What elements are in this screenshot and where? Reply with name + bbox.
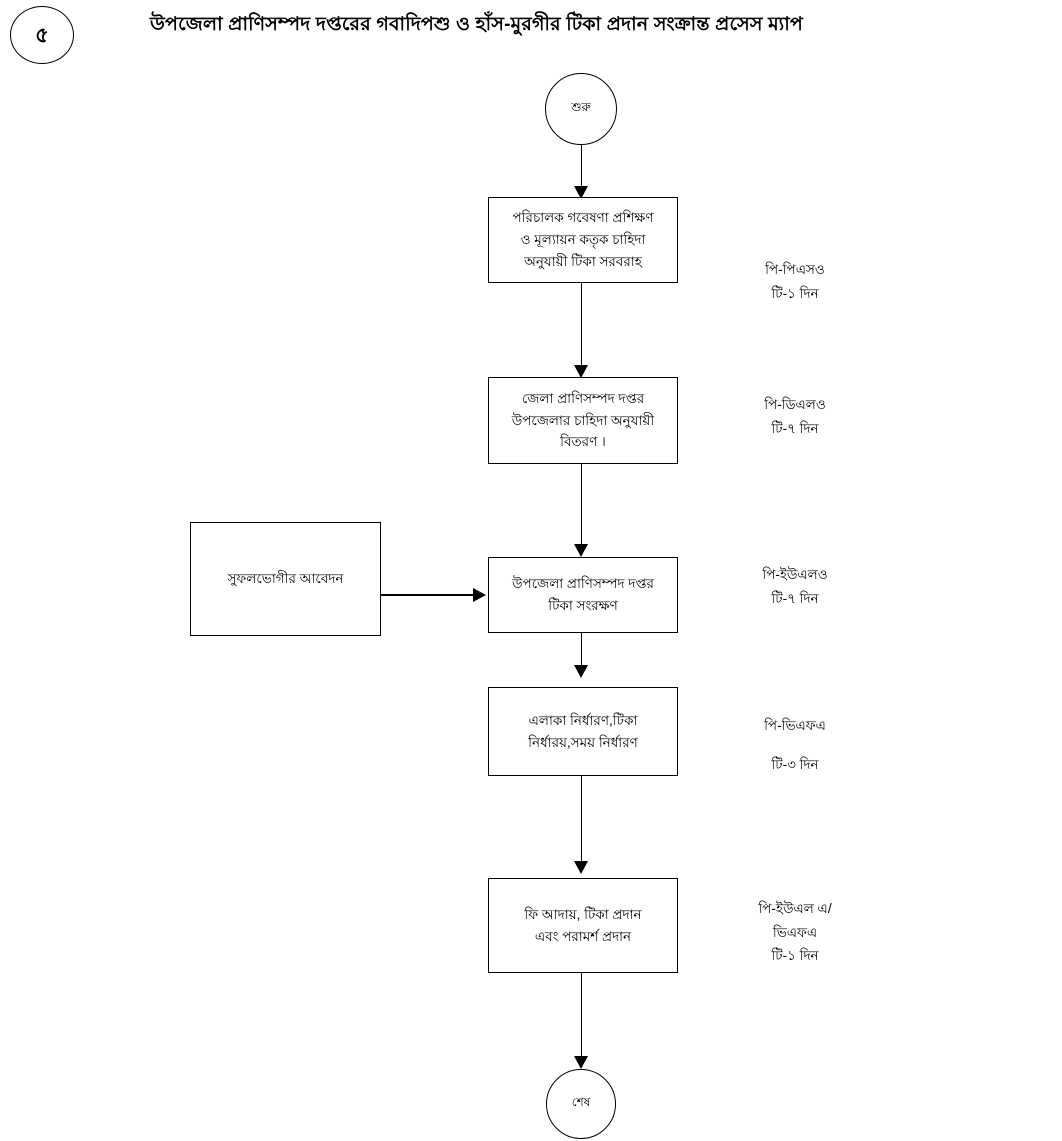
node-step2-line1: জেলা প্রাণিসম্পদ দপ্তর bbox=[521, 390, 645, 406]
node-step5-text: ফি আদায়, টিকা প্রদান এবং পরামর্শ প্রদান bbox=[495, 904, 671, 948]
node-applicant: সুফলভোগীর আবেদন bbox=[190, 522, 381, 636]
node-step2-line3: বিতরণ । bbox=[560, 434, 606, 450]
node-step1-line1: পরিচালক গবেষণা প্রশিক্ষণ bbox=[512, 210, 654, 226]
annotation-step2: পি-ডিএলও টি-৭ দিন bbox=[764, 397, 826, 436]
node-step3-line1: উপজেলা প্রাণিসম্পদ দপ্তর bbox=[512, 576, 654, 592]
annotation-step4: পি-ভিএফএ টি-৩ দিন bbox=[764, 718, 826, 773]
node-step4: এলাকা নির্ধারণ,টিকা নির্ধারয়,সময় নির্ধ… bbox=[488, 687, 678, 776]
node-step1-line3: অনুযায়ী টিকা সরবরাহ bbox=[524, 253, 642, 269]
node-step2-text: জেলা প্রাণিসম্পদ দপ্তর উপজেলার চাহিদা অন… bbox=[495, 388, 671, 454]
node-start: শুরু bbox=[545, 73, 617, 145]
node-step1-line2: ও মূল্যায়ন কতৃক চাহিদা bbox=[520, 232, 646, 248]
connector-start-to-step1 bbox=[580, 145, 582, 195]
connector-step1-to-step2 bbox=[580, 283, 582, 375]
node-step5-line2: এবং পরামর্শ প্রদান bbox=[534, 928, 632, 944]
node-step3: উপজেলা প্রাণিসম্পদ দপ্তর টিকা সংরক্ষণ bbox=[488, 557, 678, 633]
arrowhead-step5-to-end bbox=[574, 1056, 588, 1069]
node-step3-text: উপজেলা প্রাণিসম্পদ দপ্তর টিকা সংরক্ষণ bbox=[495, 573, 671, 617]
node-step4-line1: এলাকা নির্ধারণ,টিকা bbox=[528, 712, 638, 728]
node-step5: ফি আদায়, টিকা প্রদান এবং পরামর্শ প্রদান bbox=[488, 878, 678, 973]
connector-step3-to-step4 bbox=[580, 633, 582, 675]
connector-applicant-to-step3 bbox=[381, 594, 474, 596]
arrowhead-step2-to-step3 bbox=[574, 544, 588, 557]
arrowhead-start-to-step1 bbox=[574, 186, 588, 199]
node-step3-line2: টিকা সংরক্ষণ bbox=[548, 598, 618, 613]
arrowhead-step3-to-step4 bbox=[574, 665, 588, 678]
annotation-step1: পি-পিএসও টি-১ দিন bbox=[765, 262, 825, 301]
connector-step2-to-step3 bbox=[580, 464, 582, 554]
node-end-label: শেষ bbox=[571, 1095, 591, 1109]
node-step4-text: এলাকা নির্ধারণ,টিকা নির্ধারয়,সময় নির্ধ… bbox=[495, 710, 671, 754]
node-step5-line1: ফি আদায়, টিকা প্রদান bbox=[524, 906, 642, 922]
page-title: উপজেলা প্রাণিসম্পদ দপ্তরের গবাদিপশু ও হা… bbox=[150, 14, 803, 35]
node-step2: জেলা প্রাণিসম্পদ দপ্তর উপজেলার চাহিদা অন… bbox=[488, 377, 678, 464]
arrowhead-step1-to-step2 bbox=[574, 365, 588, 378]
node-start-label: শুরু bbox=[571, 100, 591, 114]
node-step1: পরিচালক গবেষণা প্রশিক্ষণ ও মূল্যায়ন কতৃ… bbox=[488, 197, 678, 283]
arrowhead-applicant-to-step3 bbox=[473, 588, 486, 602]
node-applicant-label: সুফলভোগীর আবেদন bbox=[227, 571, 344, 587]
annotation-step5: পি-ইউএল এ/ ভিএফএ টি-১ দিন bbox=[758, 901, 832, 964]
annotation-step3: পি-ইউএলও টি-৭ দিন bbox=[762, 567, 828, 606]
node-end: শেষ bbox=[546, 1069, 616, 1139]
connector-step5-to-end bbox=[580, 973, 582, 1065]
node-step4-line2: নির্ধারয়,সময় নির্ধারণ bbox=[528, 734, 638, 750]
node-step2-line2: উপজেলার চাহিদা অনুযায়ী bbox=[511, 412, 655, 428]
page-number-badge: ৫ bbox=[10, 6, 74, 64]
node-step1-text: পরিচালক গবেষণা প্রশিক্ষণ ও মূল্যায়ন কতৃ… bbox=[495, 207, 671, 273]
connector-step4-to-step5 bbox=[580, 776, 582, 871]
arrowhead-step4-to-step5 bbox=[574, 861, 588, 874]
